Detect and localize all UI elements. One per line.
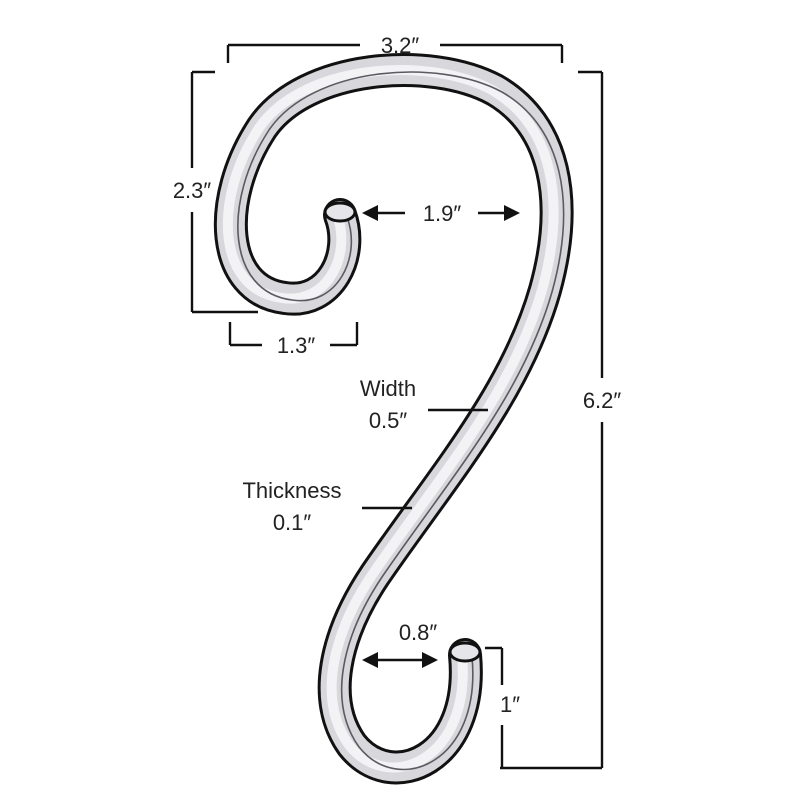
width-callout-label: Width [360,376,416,401]
top-curl-end-cap [323,201,357,223]
s-hook [228,70,564,769]
total-height-dimension: 6.2″ [500,70,622,770]
top-curl-height-label: 2.3″ [173,178,212,203]
top-gap-label: 1.9″ [423,201,462,226]
bottom-hook-end-cap [448,641,482,663]
total-width-label: 3.2″ [381,33,420,58]
top-curl-width-label: 1.3″ [277,333,316,358]
thickness-callout: Thickness 0.1″ [242,478,412,535]
thickness-callout-label: Thickness [242,478,341,503]
total-height-label: 6.2″ [583,388,622,413]
width-callout: Width 0.5″ [360,376,488,433]
total-width-dimension: 3.2″ [226,33,564,63]
bottom-gap-dimension: 0.8″ [362,620,438,668]
bottom-hook-height-label: 1″ [500,692,520,717]
bottom-gap-label: 0.8″ [399,620,438,645]
bottom-hook-height-dimension: 1″ [485,646,520,768]
top-gap-dimension: 1.9″ [362,201,520,226]
top-curl-height-dimension: 2.3″ [173,70,258,314]
top-curl-width-dimension: 1.3″ [228,322,359,358]
width-callout-value: 0.5″ [369,408,408,433]
thickness-callout-value: 0.1″ [273,510,312,535]
